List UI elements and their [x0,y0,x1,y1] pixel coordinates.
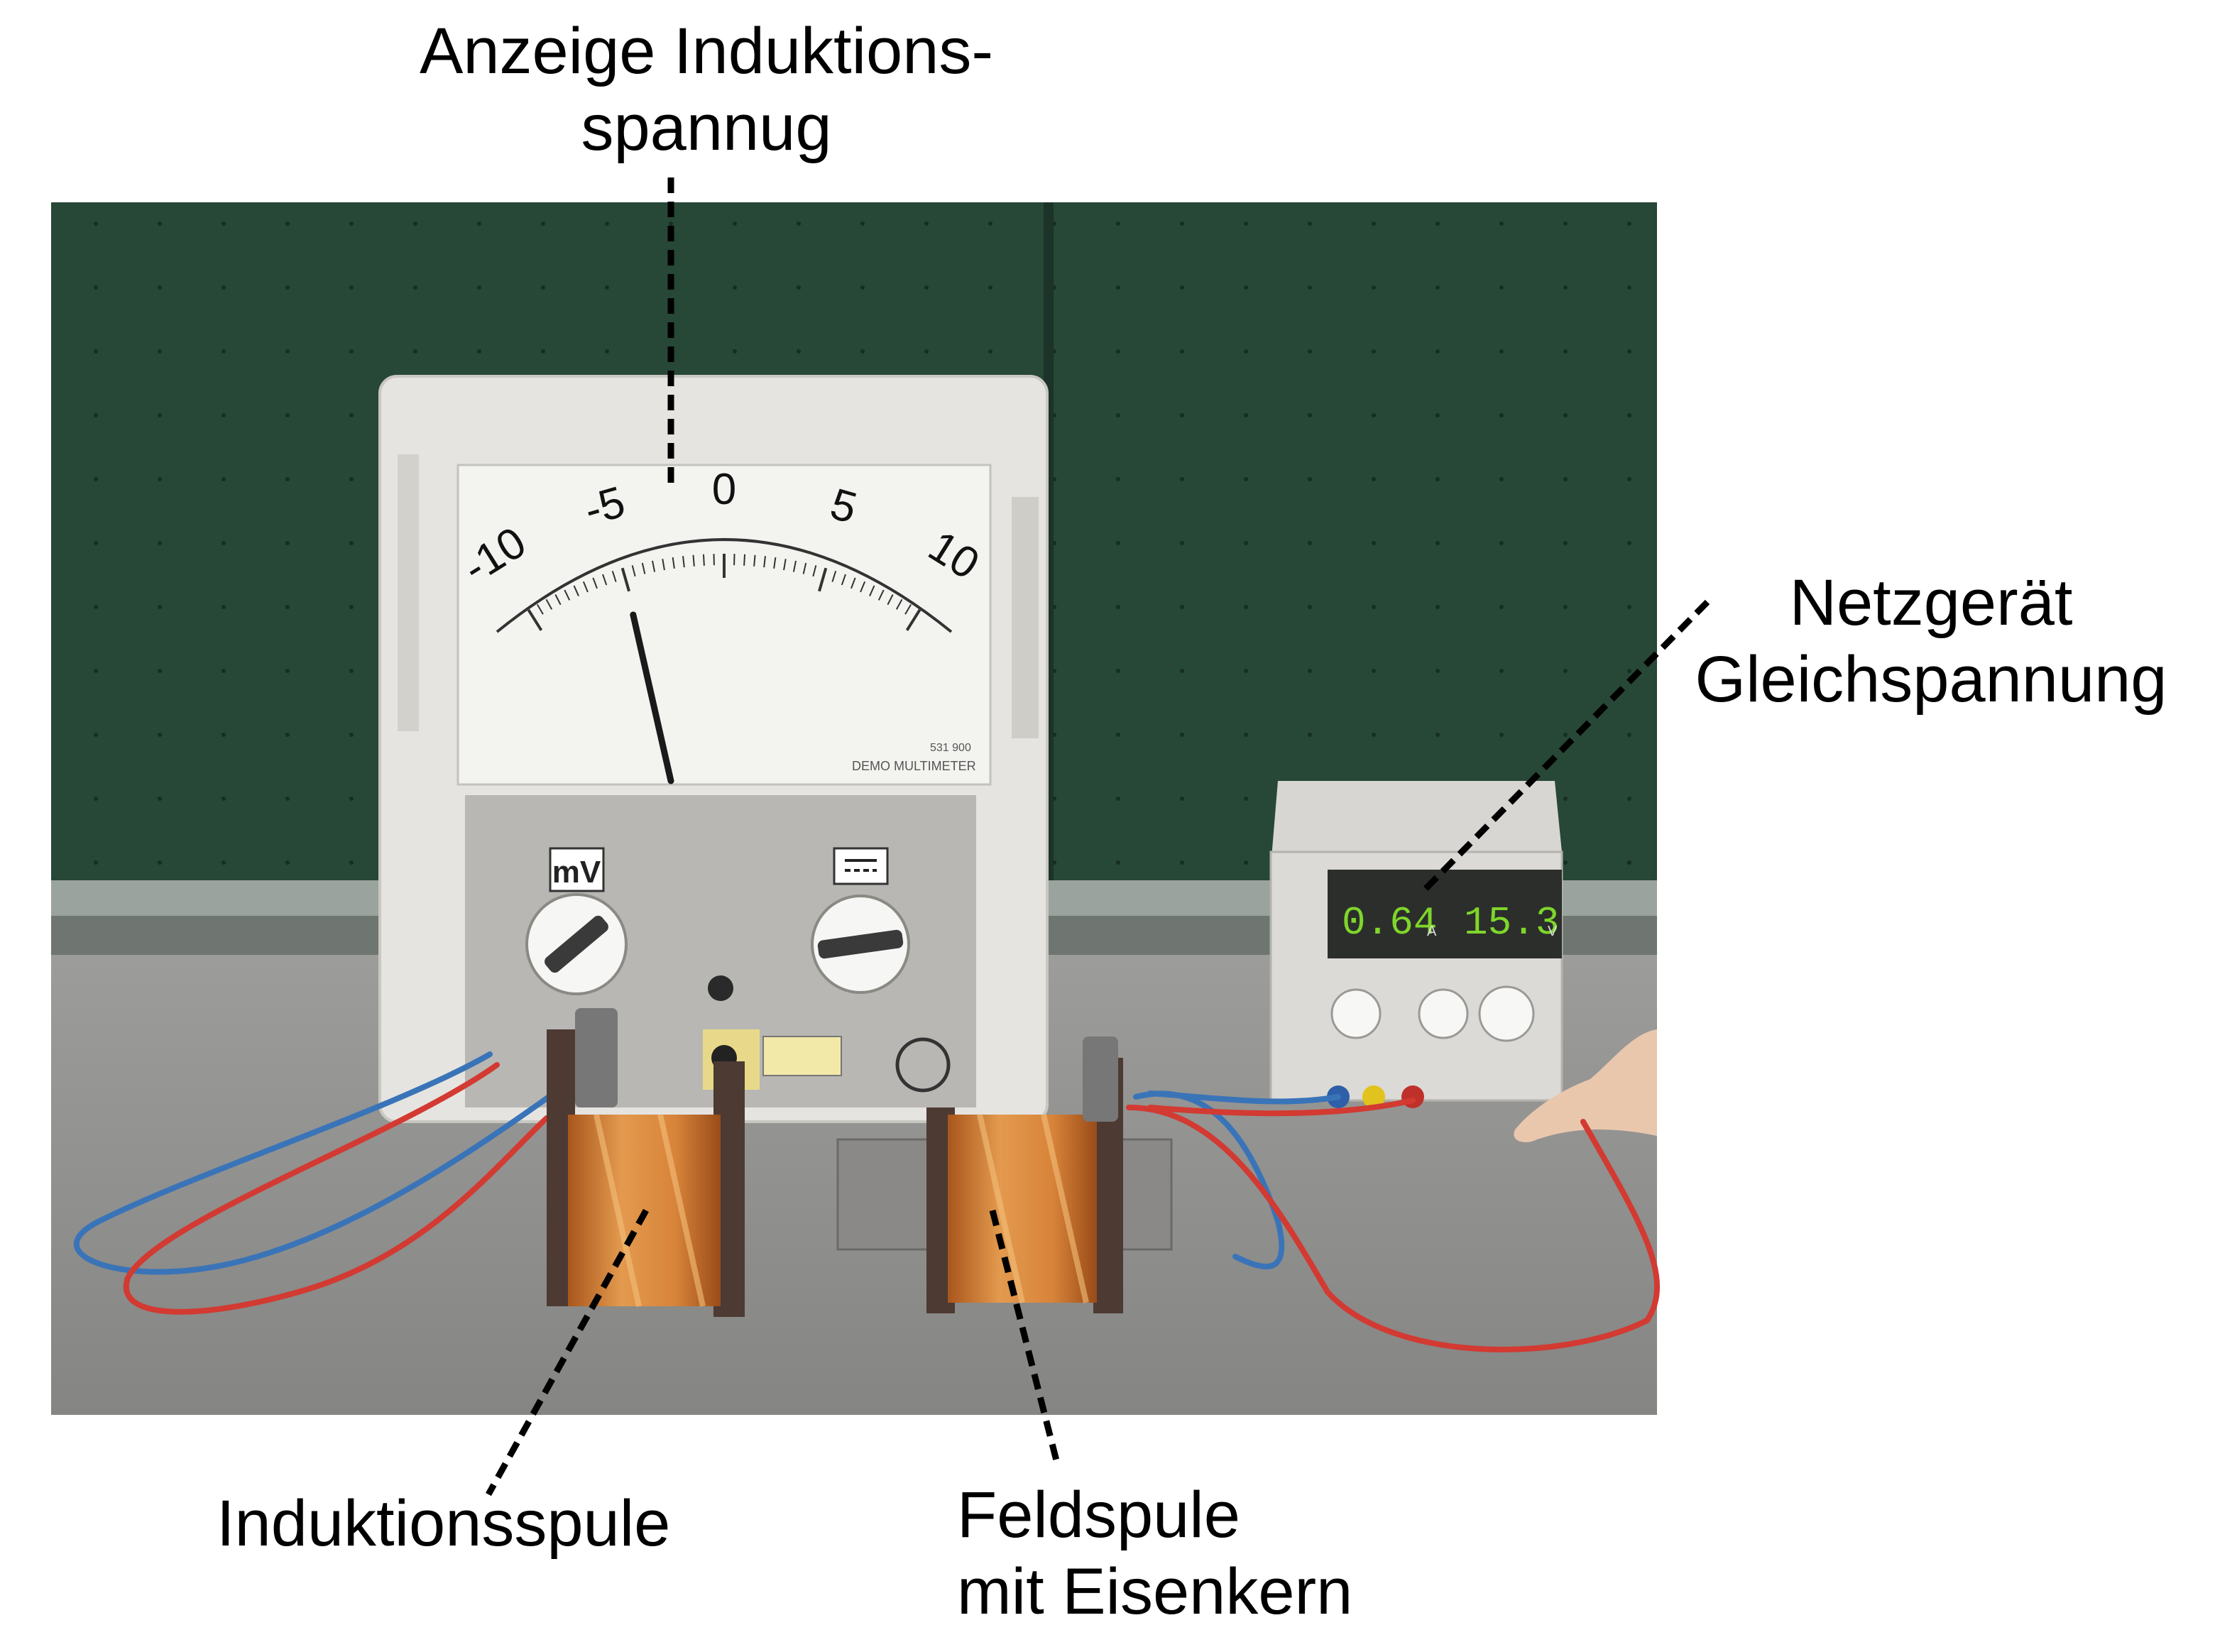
psu-knob-voltage[interactable] [1480,987,1533,1041]
label-psu: Netzgerät Gleichspannung [1668,564,2194,718]
label-field-coil-line2: mit Eisenkern [957,1553,1352,1630]
psu-voltage-unit: V [1548,924,1558,939]
label-meter: Anzeige Induktions- spannug [369,13,1044,166]
range-selector-knob[interactable] [527,895,626,994]
psu-knob-fine[interactable] [1419,990,1467,1038]
label-field-coil: Feldspule mit Eisenkern [957,1477,1352,1630]
label-meter-line2: spannug [369,89,1044,166]
meter-unit: mV [552,855,601,890]
psu-knob-current[interactable] [1332,990,1380,1038]
label-field-coil-line1: Feldspule [957,1477,1352,1553]
meter-scale-label: 0 [712,465,736,514]
label-meter-line1: Anzeige Induktions- [369,13,1044,89]
psu-current-unit: A [1427,924,1437,939]
meter-tick [744,554,745,566]
meter-brand: DEMO MULTIMETER [852,759,976,773]
label-psu-line2: Gleichspannung [1668,641,2194,718]
label-induction-coil: Induktionsspule [217,1485,670,1562]
zero-adjust-knob[interactable] [708,975,733,1001]
mode-selector-knob[interactable] [812,896,909,992]
psu-voltage-display: 15.3 [1464,900,1559,946]
meter-model: 531 900 [930,742,971,754]
label-psu-line1: Netzgerät [1668,564,2194,641]
meter-tick [754,555,755,567]
power-supply: 0.64 A 15.3 V [1271,781,1562,1108]
psu-current-display: 0.64 [1342,900,1437,946]
meter-tick [693,555,694,567]
